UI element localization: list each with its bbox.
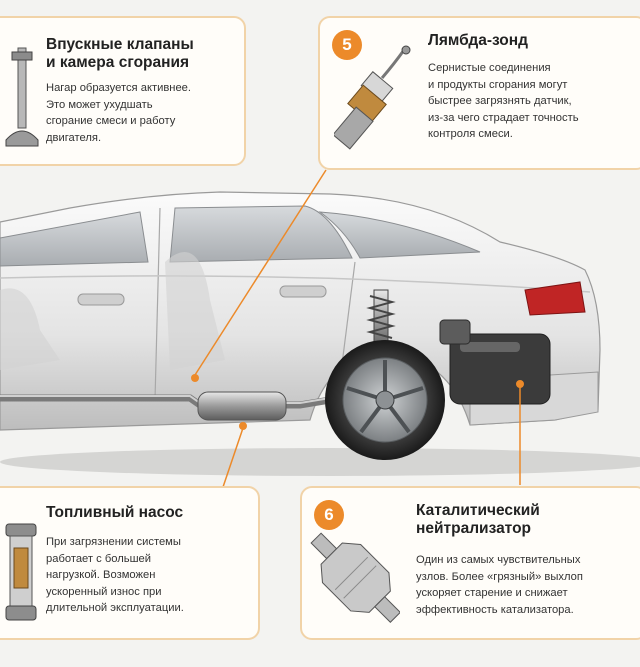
front-side-window <box>0 211 149 267</box>
under-car-catalytic-converter <box>197 391 287 421</box>
tail-light <box>524 281 586 316</box>
card-intake-valves: Впускные клапаны и камера сгорания Нагар… <box>0 16 246 166</box>
rear-seat <box>165 251 225 370</box>
step-badge-5: 5 <box>332 30 362 60</box>
door-handle <box>279 285 327 298</box>
catalyst-card-text: Один из самых чувствительных узлов. Боле… <box>416 554 583 616</box>
suspension-spring <box>366 295 396 339</box>
wheel-hub <box>375 390 395 410</box>
fuel-pump-module <box>439 319 471 345</box>
card-fuel-pump: Топливный насос При загрязнении системы … <box>0 486 260 640</box>
connector-dot-fuel-pump <box>239 422 247 430</box>
fuel-pump-icon <box>5 523 37 621</box>
car-shadow <box>0 448 640 476</box>
door-line <box>154 207 161 401</box>
catalyst-card-title: Каталитический нейтрализатор <box>416 502 540 537</box>
connector-dot-lambda <box>191 374 199 382</box>
door-handle <box>77 293 125 306</box>
front-seat <box>0 288 60 370</box>
rear-quarter-window <box>318 211 481 259</box>
fuel-pump-card-title: Топливный насос <box>46 504 184 521</box>
card-catalytic-converter: 6 Каталитический нейтрализатор Один из с… <box>300 486 640 640</box>
oxygen-sensor-icon <box>334 45 411 150</box>
body-crease <box>0 275 591 293</box>
lambda-card-text: Сернистые соединения и продукты сгорания… <box>428 62 579 140</box>
fuel-tank-highlight <box>460 342 520 352</box>
intake-card-text: Нагар образуется активнее. Это может уху… <box>46 82 192 144</box>
lambda-card-title: Лямбда-зонд <box>428 32 528 49</box>
intake-card-title: Впускные клапаны и камера сгорания <box>46 36 194 71</box>
intake-valve-icon <box>5 47 39 147</box>
fuel-pump-card-text: При загрязнении системы работает с больш… <box>46 536 184 614</box>
connector-line-fuel-pump <box>221 427 244 491</box>
connector-line-lambda <box>194 169 327 376</box>
card-lambda-sensor: 5 Лямбда-зонд Сернистые соединения и про… <box>318 16 640 170</box>
rear-side-window <box>169 205 353 263</box>
catalytic-converter-icon <box>310 532 400 623</box>
connector-dot-catalyst <box>516 380 524 388</box>
step-badge-6: 6 <box>314 500 344 530</box>
